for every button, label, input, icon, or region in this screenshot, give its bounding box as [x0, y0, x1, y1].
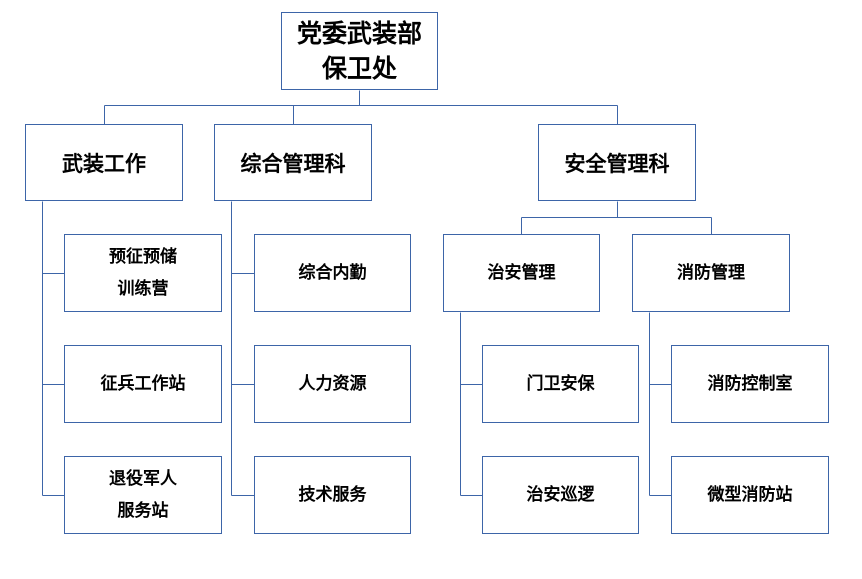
- department-zonghe-label: 综合管理科: [240, 150, 346, 176]
- unit-tuiyi-line-2: 服务站: [117, 501, 169, 521]
- section-zhian-guanli: 治安管理: [443, 234, 600, 312]
- unit-renli-ziyuan: 人力资源: [254, 345, 411, 423]
- root-box: 党委武装部 保卫处: [281, 12, 438, 90]
- unit-menwei-anbao-label: 门卫安保: [526, 374, 595, 394]
- department-anquan-label: 安全管理科: [564, 150, 670, 176]
- unit-zhian-xunluo-label: 治安巡逻: [526, 485, 595, 505]
- section-xiaofang-guanli-label: 消防管理: [677, 263, 745, 283]
- department-wuzhuang: 武装工作: [25, 124, 183, 201]
- department-anquan: 安全管理科: [538, 124, 696, 201]
- unit-tuiyi: 退役军人 服务站: [64, 456, 222, 534]
- section-xiaofang-guanli: 消防管理: [632, 234, 790, 312]
- section-zhian-guanli-label: 治安管理: [487, 263, 556, 283]
- root-title-line-1: 党委武装部: [296, 19, 422, 48]
- unit-tuiyi-line-1: 退役军人: [109, 469, 177, 489]
- unit-zhengbing: 征兵工作站: [64, 345, 222, 423]
- unit-xiaofang-kongzhishi-label: 消防控制室: [707, 374, 793, 394]
- unit-zhian-xunluo: 治安巡逻: [482, 456, 639, 534]
- department-zonghe: 综合管理科: [214, 124, 372, 201]
- unit-weixing-xiaofangzhan-label: 微型消防站: [707, 485, 793, 505]
- unit-renli-ziyuan-label: 人力资源: [298, 374, 367, 394]
- unit-jishu-fuwu: 技术服务: [254, 456, 411, 534]
- unit-yuzheng-yuchu-line-1: 预征预储: [109, 247, 177, 267]
- unit-xiaofang-kongzhishi: 消防控制室: [671, 345, 829, 423]
- root-title-line-2: 保卫处: [321, 54, 397, 83]
- unit-yuzheng-yuchu: 预征预储 训练营: [64, 234, 222, 312]
- unit-yuzheng-yuchu-line-2: 训练营: [117, 279, 169, 299]
- department-wuzhuang-label: 武装工作: [62, 150, 146, 176]
- unit-zhengbing-label: 征兵工作站: [100, 374, 186, 394]
- unit-jishu-fuwu-label: 技术服务: [298, 485, 367, 505]
- unit-zonghe-neiqin-label: 综合内勤: [298, 263, 367, 283]
- unit-weixing-xiaofangzhan: 微型消防站: [671, 456, 829, 534]
- unit-zonghe-neiqin: 综合内勤: [254, 234, 411, 312]
- unit-menwei-anbao: 门卫安保: [482, 345, 639, 423]
